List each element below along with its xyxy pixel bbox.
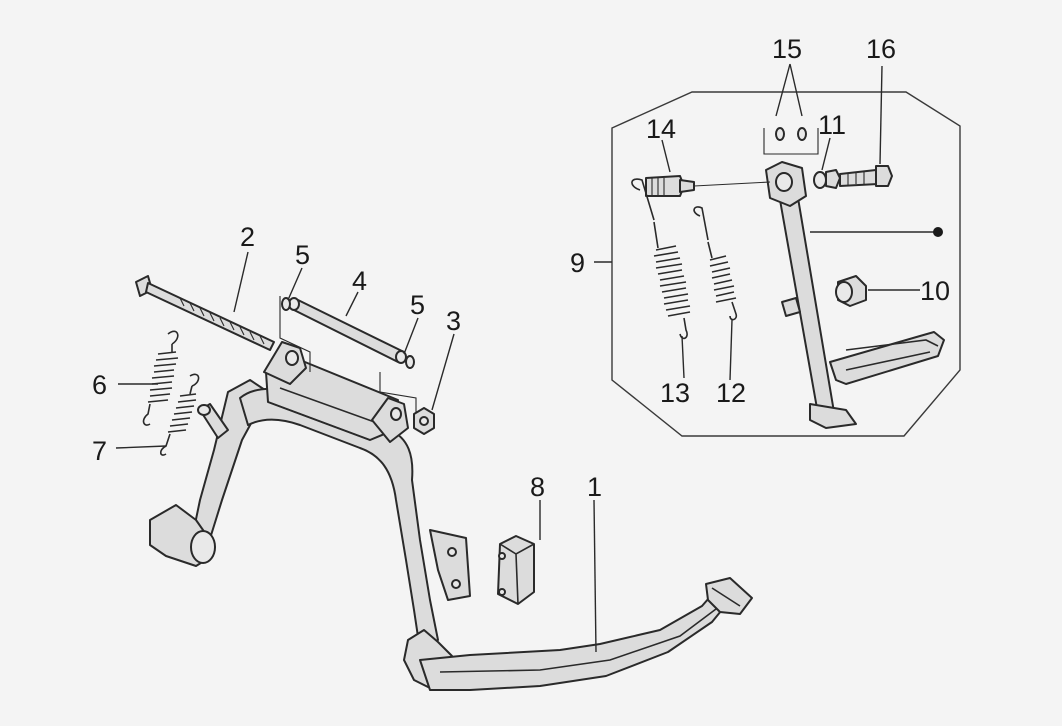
callout-8: 8 (530, 472, 545, 502)
callout-14: 14 (646, 114, 676, 144)
callout-9: 9 (570, 248, 585, 278)
callout-15: 15 (772, 34, 802, 64)
center-stand (149, 341, 753, 691)
callout-3: 3 (446, 306, 461, 336)
callout-labels: 1 2 3 4 5 5 6 7 8 9 10 11 12 13 14 15 16 (92, 34, 950, 502)
reference-dot (933, 227, 943, 237)
nut (413, 407, 435, 435)
spring (159, 373, 200, 456)
callout-12: 12 (716, 378, 746, 408)
rubber-stop (497, 535, 535, 605)
callout-2: 2 (240, 222, 255, 252)
spring (142, 330, 179, 426)
callout-11: 11 (818, 110, 846, 140)
guide-line (379, 372, 417, 420)
guide-line (279, 296, 311, 372)
callout-7: 7 (92, 436, 107, 466)
callout-5-right: 5 (410, 290, 425, 320)
callout-10: 10 (920, 276, 950, 306)
washer (281, 297, 415, 369)
leader-lines (115, 63, 943, 653)
callout-5-left: 5 (295, 240, 310, 270)
callout-6: 6 (92, 370, 107, 400)
callout-16: 16 (866, 34, 896, 64)
spacer-tube (288, 297, 407, 364)
pivot-pin (197, 403, 229, 439)
pivot-bolt (135, 275, 275, 351)
side-stand-kit (611, 91, 961, 437)
callout-4: 4 (352, 266, 367, 296)
callout-13: 13 (660, 378, 690, 408)
callout-1: 1 (587, 472, 602, 502)
